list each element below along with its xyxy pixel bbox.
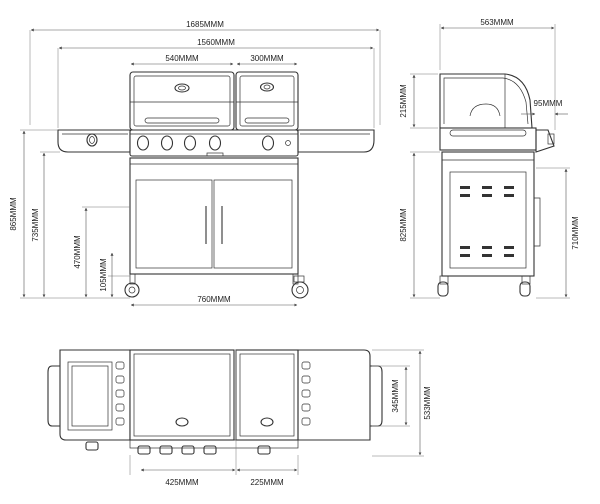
- top-view: 425MMM 225MMM 345MMM 533MMM: [47, 349, 432, 487]
- front-view: 1685MMM 1560MMM 540MMM 300MMM 865MMM 735…: [9, 20, 381, 307]
- side-firebox: [439, 127, 537, 151]
- thermometer-icon: [175, 417, 189, 427]
- dim-side-table-height: 735MMM: [31, 208, 40, 242]
- knob-icon: [137, 445, 151, 455]
- dim-overall-depth: 533MMM: [423, 386, 432, 420]
- vent-slots: [460, 186, 514, 257]
- hood-handle-profile: [469, 103, 501, 117]
- side-cabinet: [441, 151, 535, 277]
- thermometer-icon: [259, 82, 275, 92]
- side-panel: [449, 171, 527, 269]
- top-main-lid: [129, 349, 235, 441]
- dim-knob-projection: 95MMM: [534, 99, 563, 108]
- left-door: [135, 179, 213, 269]
- side-handle: [534, 197, 541, 247]
- dim-cabinet-height-side: 710MMM: [571, 216, 580, 250]
- knob-icon: [257, 445, 271, 455]
- wheel-icon: [124, 282, 140, 298]
- side-hood-profile: [439, 73, 533, 129]
- top-right-table: [297, 349, 371, 441]
- dim-main-hood-width: 540MMM: [165, 54, 199, 63]
- dim-main-burner-span: 425MMM: [165, 478, 199, 487]
- left-side-table: [57, 129, 131, 153]
- side-burner-knob-icon: [86, 133, 98, 147]
- dim-wheelbase: 760MMM: [197, 295, 231, 304]
- burner-knobs: [136, 135, 291, 157]
- dim-hood-height: 215MMM: [399, 84, 408, 118]
- left-vent-slots: [115, 361, 125, 426]
- right-side-table: [297, 129, 375, 153]
- dim-work-height: 825MMM: [399, 208, 408, 242]
- main-hood-handle: [144, 117, 220, 124]
- side-burner-knob-icon: [85, 441, 99, 451]
- left-towel-bar: [47, 365, 60, 427]
- dim-side-hood-width: 300MMM: [250, 54, 284, 63]
- main-hood: [129, 71, 235, 131]
- top-knobs: [85, 441, 271, 455]
- igniter-icon: [285, 140, 291, 146]
- caster-wheel-icon: [291, 281, 309, 299]
- knob-icon: [261, 135, 275, 151]
- knob-icon: [159, 445, 173, 455]
- dim-depth: 563MMM: [480, 18, 514, 27]
- knob-icon: [181, 445, 195, 455]
- dim-body-width: 1560MMM: [197, 38, 235, 47]
- right-vent-slots: [301, 361, 311, 426]
- knob-profile: [535, 129, 555, 153]
- dim-inner-depth: 345MMM: [391, 379, 400, 413]
- knob-icon: [183, 135, 197, 151]
- knob-icon: [160, 135, 174, 151]
- side-hood-handle: [244, 117, 290, 124]
- dim-side-burner-span: 225MMM: [250, 478, 284, 487]
- dim-overall-width: 1685MMM: [186, 20, 224, 29]
- wheel-icon: [519, 281, 531, 297]
- right-towel-bar: [370, 365, 383, 427]
- dim-shelf-height: 105MMM: [99, 258, 108, 292]
- wheel-icon: [437, 281, 449, 297]
- side-burner-top: [67, 361, 113, 431]
- knob-icon: [136, 135, 150, 151]
- thermometer-icon: [174, 83, 190, 93]
- side-view: 563MMM 215MMM 95MMM 825MMM 710MMM: [399, 18, 580, 299]
- knob-icon: [203, 445, 217, 455]
- dim-cabinet-height: 470MMM: [73, 235, 82, 269]
- dim-total-height: 865MMM: [9, 197, 18, 231]
- top-left-table: [59, 349, 131, 441]
- right-door: [213, 179, 293, 269]
- thermometer-icon: [260, 417, 274, 427]
- knob-icon: [208, 135, 222, 151]
